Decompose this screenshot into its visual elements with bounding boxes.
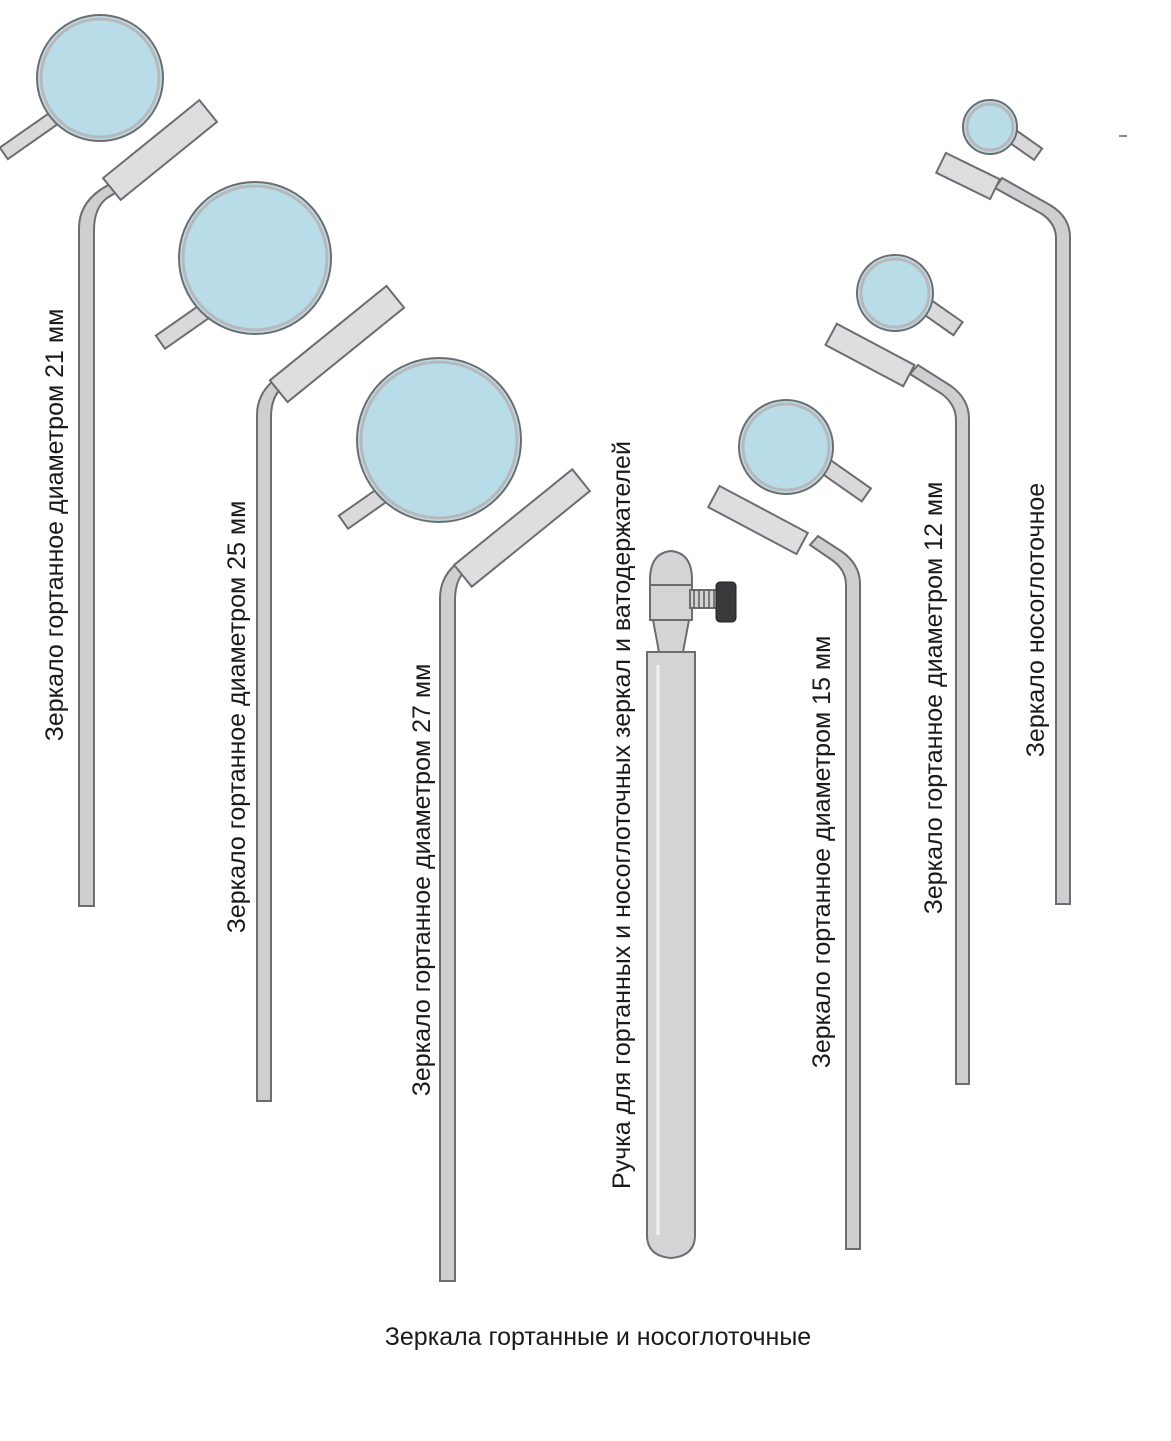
mirror-glass-12mm [856,254,934,332]
thumbscrew-knob [715,581,737,623]
mirror-27mm-label: Зеркало гортанное диаметром 27 мм [408,664,436,1097]
mirror-25mm-instrument: Зеркало гортанное диаметром 25 мм [154,181,406,1102]
mirror-21mm-shaft [78,98,219,907]
mirror-27mm-shaft [439,467,592,1282]
mirror-15mm-head [738,399,873,503]
mirror-12mm-label: Зеркало гортанное диаметром 12 мм [920,482,948,915]
rod-socket [101,98,219,202]
rod-socket [706,484,810,556]
mirror-15mm-shaft [706,484,861,1250]
mirror-rim [181,184,329,332]
mirror-glass-21mm [36,14,164,142]
rod-socket [824,322,916,388]
rod [993,176,1071,905]
nasopharyngeal-head [962,99,1044,162]
mirror-glass-27mm [356,357,522,523]
screw-threads [693,590,715,608]
mirror-15mm-label: Зеркало гортанное диаметром 15 мм [808,636,836,1069]
mirror-25mm-label: Зеркало гортанное диаметром 25 мм [223,501,251,934]
mirror-21mm-head [0,14,164,161]
handle-instrument: Ручка для гортанных и носоглоточных зерк… [608,441,737,1260]
rod [439,550,483,1282]
mirror-glass-15mm [738,399,834,495]
rod-socket [452,467,592,589]
mirror-rim [859,257,931,329]
mirror-21mm-label: Зеркало гортанное диаметром 21 мм [41,309,69,742]
rod-socket [934,151,1002,201]
mirror-rim [965,102,1015,152]
mirror-27mm-instrument: Зеркало гортанное диаметром 27 мм [337,357,592,1282]
handle-grip [646,651,696,1260]
nasopharyngeal-label: Зеркало носоглоточное [1022,483,1050,757]
rod-socket [268,284,406,404]
handle-label: Ручка для гортанных и носоглоточных зерк… [608,441,636,1189]
mirror-rim [359,360,519,520]
rod [908,363,970,1085]
handle-neck [651,619,691,653]
mirror-glass-25mm [178,181,332,335]
mirror-12mm-instrument: Зеркало гортанное диаметром 12 мм [824,254,970,1085]
nasopharyngeal-shaft [934,151,1071,905]
mirror-15mm-instrument: Зеркало гортанное диаметром 15 мм [706,399,873,1250]
figure-caption: Зеркала гортанные и носоглоточные [385,1323,811,1351]
rod [256,367,300,1102]
mirror-12mm-head [856,254,965,337]
mirror-27mm-head [337,357,522,531]
rod [78,180,122,907]
mirror-25mm-head [154,181,332,351]
mirror-12mm-shaft [824,322,970,1085]
nasopharyngeal-instrument: Зеркало носоглоточное [934,99,1071,905]
mirror-21mm-instrument: Зеркало гортанное диаметром 21 мм [0,14,219,907]
mirror-neck [0,111,59,161]
mirror-rim [741,402,831,492]
mirror-glass-nasopharyngeal [962,99,1018,155]
mirror-rim [39,17,161,139]
mirror-25mm-shaft [256,284,406,1102]
rod [808,534,861,1250]
